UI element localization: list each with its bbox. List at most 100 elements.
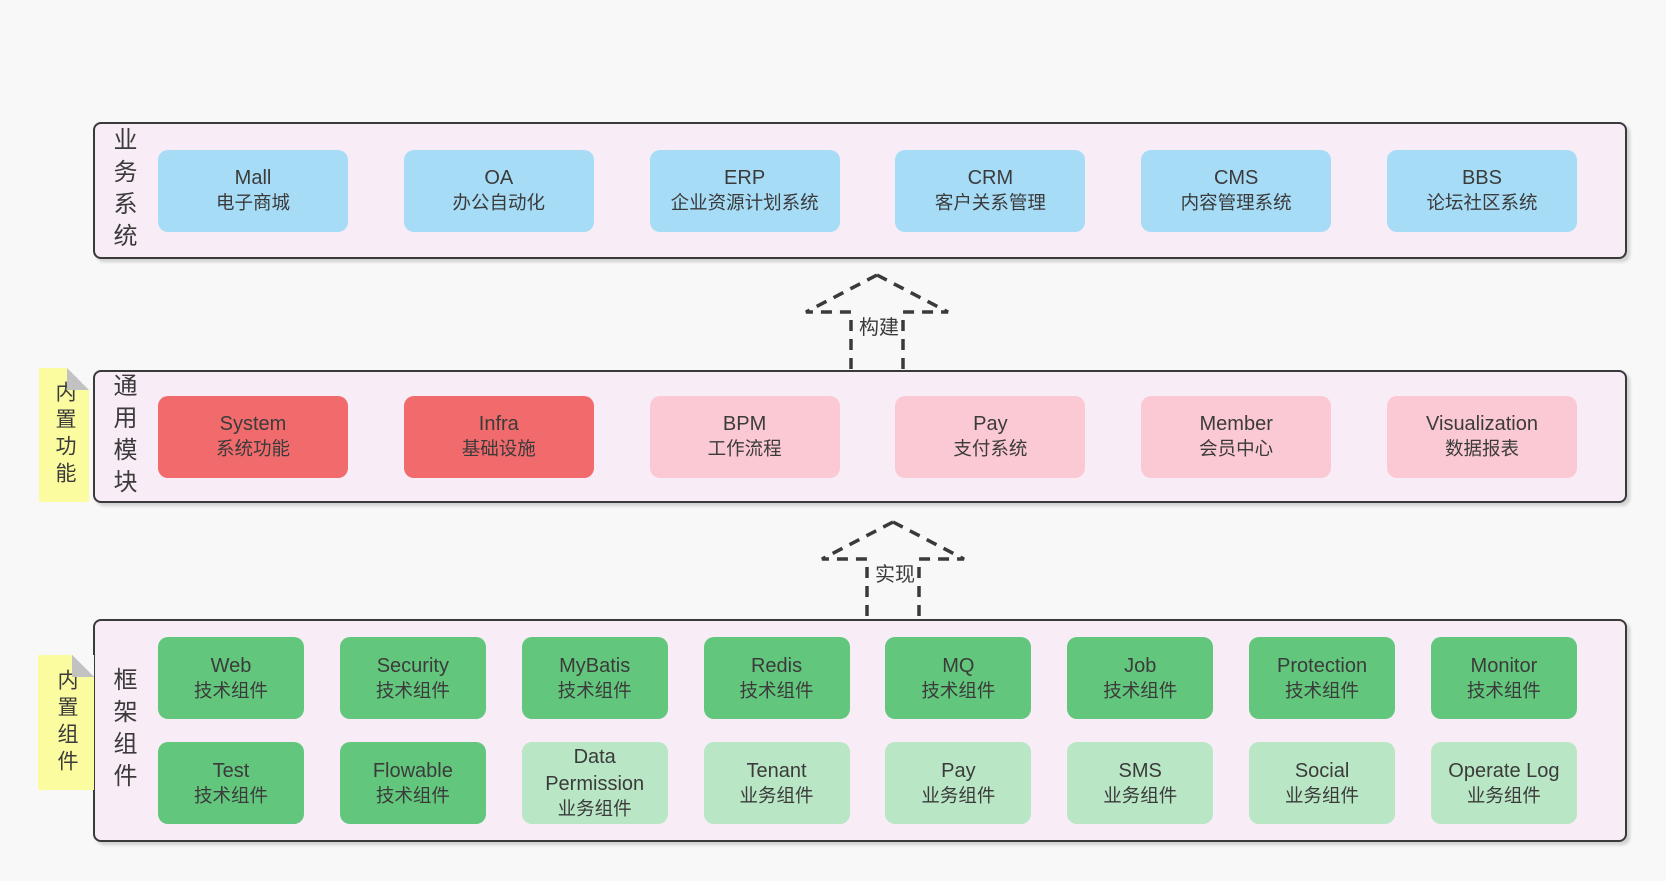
business-band-content: Mall 电子商城 OA 办公自动化 ERP 企业资源计划系统 CRM 客户关系… <box>140 124 1625 257</box>
box-mybatis: MyBatis 技术组件 <box>521 637 668 719</box>
box-mall: Mall 电子商城 <box>158 149 348 232</box>
box-social: Social 业务组件 <box>1249 742 1396 824</box>
folded-corner-icon <box>72 655 94 677</box>
box-name: Operate Log <box>1448 759 1560 782</box>
framework-row-2: Test 技术组件 Flowable 技术组件 Data Permission … <box>158 742 1577 824</box>
box-desc: 技术组件 <box>375 784 450 806</box>
common-modules-band: 通用模块 System 系统功能 Infra 基础设施 BPM 工作流程 Pay… <box>93 370 1627 503</box>
box-tenant: Tenant 业务组件 <box>703 742 850 824</box>
box-name: Member <box>1199 413 1273 436</box>
box-desc: 技术组件 <box>193 784 268 806</box>
box-desc: 业务组件 <box>557 798 632 820</box>
box-name: System <box>219 413 287 436</box>
box-name: Data Permission <box>545 746 645 795</box>
box-name: Pay <box>941 759 976 782</box>
modules-band-content: System 系统功能 Infra 基础设施 BPM 工作流程 Pay 支付系统… <box>140 372 1625 501</box>
framework-row-1: Web 技术组件 Security 技术组件 MyBatis 技术组件 Redi… <box>158 637 1577 719</box>
build-arrow-label: 构建 <box>857 311 901 340</box>
box-erp: ERP 企业资源计划系统 <box>649 149 840 232</box>
sticky-built-in-features: 内置功能 <box>39 368 89 502</box>
box-name: CRM <box>967 167 1014 190</box>
box-pay: Pay 支付系统 <box>895 395 1086 478</box>
band-label-framework: 框架组件 <box>109 666 136 795</box>
box-name: BPM <box>722 413 767 436</box>
box-desc: 客户关系管理 <box>934 192 1046 214</box>
box-oa: OA 办公自动化 <box>403 149 594 232</box>
box-desc: 技术组件 <box>375 679 450 701</box>
box-desc: 技术组件 <box>921 679 996 701</box>
box-desc: 技术组件 <box>1103 679 1178 701</box>
box-desc: 论坛社区系统 <box>1426 192 1538 214</box>
box-name: BBS <box>1461 167 1502 190</box>
box-protection: Protection 技术组件 <box>1249 637 1396 719</box>
box-monitor: Monitor 技术组件 <box>1430 637 1577 719</box>
band-label-modules: 通用模块 <box>109 372 136 501</box>
box-desc: 技术组件 <box>193 679 268 701</box>
box-name: Monitor <box>1470 654 1538 677</box>
box-test: Test 技术组件 <box>158 742 304 824</box>
box-name: Test <box>212 759 250 782</box>
box-desc: 技术组件 <box>1285 679 1360 701</box>
box-desc: 业务组件 <box>1285 784 1360 806</box>
box-name: Mall <box>234 167 272 190</box>
box-web: Web 技术组件 <box>158 637 304 719</box>
box-name: MQ <box>942 654 975 677</box>
box-desc: 业务组件 <box>1103 784 1178 806</box>
box-desc: 工作流程 <box>707 438 782 460</box>
box-desc: 会员中心 <box>1199 438 1274 460</box>
box-desc: 电子商城 <box>215 192 290 214</box>
box-name: Redis <box>750 654 803 677</box>
box-desc: 企业资源计划系统 <box>670 192 819 214</box>
box-name: Pay <box>973 413 1008 436</box>
box-name: Security <box>376 654 449 677</box>
box-security: Security 技术组件 <box>339 637 486 719</box>
box-name: SMS <box>1118 759 1162 782</box>
box-desc: 业务组件 <box>1466 784 1541 806</box>
sticky-built-in-components: 内置组件 <box>38 655 94 790</box>
implement-arrow-icon <box>821 520 965 619</box>
box-name: Protection <box>1277 654 1368 677</box>
box-operate-log: Operate Log 业务组件 <box>1430 742 1577 824</box>
box-bbs: BBS 论坛社区系统 <box>1386 149 1577 232</box>
box-job: Job 技术组件 <box>1067 637 1214 719</box>
box-name: Infra <box>478 413 519 436</box>
build-arrow-icon <box>805 273 949 370</box>
box-data-permission: Data Permission 业务组件 <box>521 742 668 824</box>
box-desc: 内容管理系统 <box>1180 192 1292 214</box>
implement-arrow-label: 实现 <box>873 558 917 587</box>
box-name: ERP <box>724 167 766 190</box>
framework-components-band: 框架组件 Web 技术组件 Security 技术组件 MyBatis 技术组件… <box>93 619 1627 842</box>
box-flowable: Flowable 技术组件 <box>339 742 486 824</box>
box-name: Web <box>210 654 252 677</box>
box-desc: 技术组件 <box>739 679 814 701</box>
box-desc: 技术组件 <box>557 679 632 701</box>
box-desc: 系统功能 <box>215 438 290 460</box>
box-infra: Infra 基础设施 <box>403 395 594 478</box>
box-name: Visualization <box>1426 413 1538 436</box>
box-desc: 业务组件 <box>739 784 814 806</box>
box-name: MyBatis <box>559 654 631 677</box>
box-name: CMS <box>1213 167 1259 190</box>
folded-corner-icon <box>67 368 89 390</box>
box-sms: SMS 业务组件 <box>1067 742 1214 824</box>
band-label-business: 业务系统 <box>109 126 136 255</box>
box-desc: 基础设施 <box>461 438 536 460</box>
framework-band-content: Web 技术组件 Security 技术组件 MyBatis 技术组件 Redi… <box>140 621 1625 840</box>
box-crm: CRM 客户关系管理 <box>895 149 1086 232</box>
box-system: System 系统功能 <box>158 395 348 478</box>
box-name: Job <box>1124 654 1157 677</box>
box-desc: 办公自动化 <box>452 192 546 214</box>
box-redis: Redis 技术组件 <box>703 637 850 719</box>
box-name: Tenant <box>746 759 807 782</box>
box-cms: CMS 内容管理系统 <box>1141 149 1332 232</box>
box-desc: 数据报表 <box>1444 438 1519 460</box>
box-member: Member 会员中心 <box>1141 395 1332 478</box>
box-mq: MQ 技术组件 <box>885 637 1032 719</box>
box-bpm: BPM 工作流程 <box>649 395 840 478</box>
box-name: OA <box>484 167 514 190</box>
business-systems-band: 业务系统 Mall 电子商城 OA 办公自动化 ERP 企业资源计划系统 CRM… <box>93 122 1627 259</box>
sticky-label: 内置功能 <box>53 381 76 489</box>
sticky-label: 内置组件 <box>55 668 78 777</box>
box-desc: 业务组件 <box>921 784 996 806</box>
